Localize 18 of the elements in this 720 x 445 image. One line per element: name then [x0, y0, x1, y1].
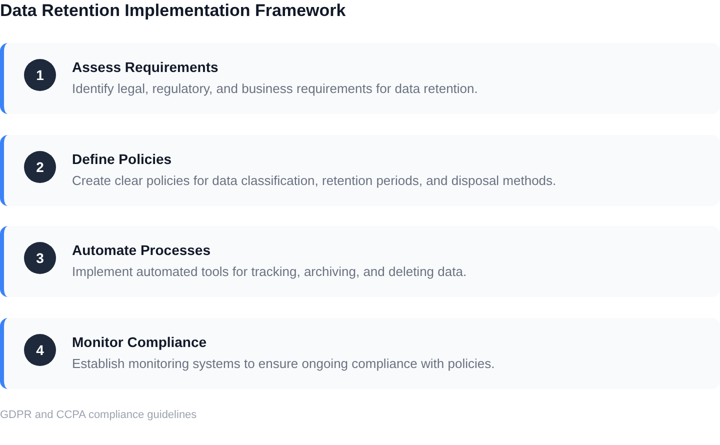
- step-description: Create clear policies for data classification, retention periods, and disposal methods.: [72, 172, 556, 189]
- step-heading: Define Policies: [72, 150, 172, 168]
- title: Data Retention Implementation Framework: [0, 1, 346, 21]
- step-number: 1: [24, 59, 56, 91]
- step-number: 4: [24, 334, 56, 366]
- caption: GDPR and CCPA compliance guidelines: [0, 408, 197, 422]
- step-heading: Automate Processes: [72, 241, 211, 259]
- step-card: [0, 43, 720, 114]
- step-number: 3: [24, 242, 56, 274]
- step-heading: Assess Requirements: [72, 58, 218, 76]
- step-description: Establish monitoring systems to ensure ongoing compliance with policies.: [72, 355, 495, 372]
- step-description: Identify legal, regulatory, and business requirements for data retention.: [72, 80, 478, 97]
- step-heading: Monitor Compliance: [72, 333, 207, 351]
- step-card: [0, 135, 720, 206]
- step-description: Implement automated tools for tracking, archiving, and deleting data.: [72, 263, 467, 280]
- step-number: 2: [24, 151, 56, 183]
- step-card: [0, 226, 720, 297]
- step-card: [0, 318, 720, 389]
